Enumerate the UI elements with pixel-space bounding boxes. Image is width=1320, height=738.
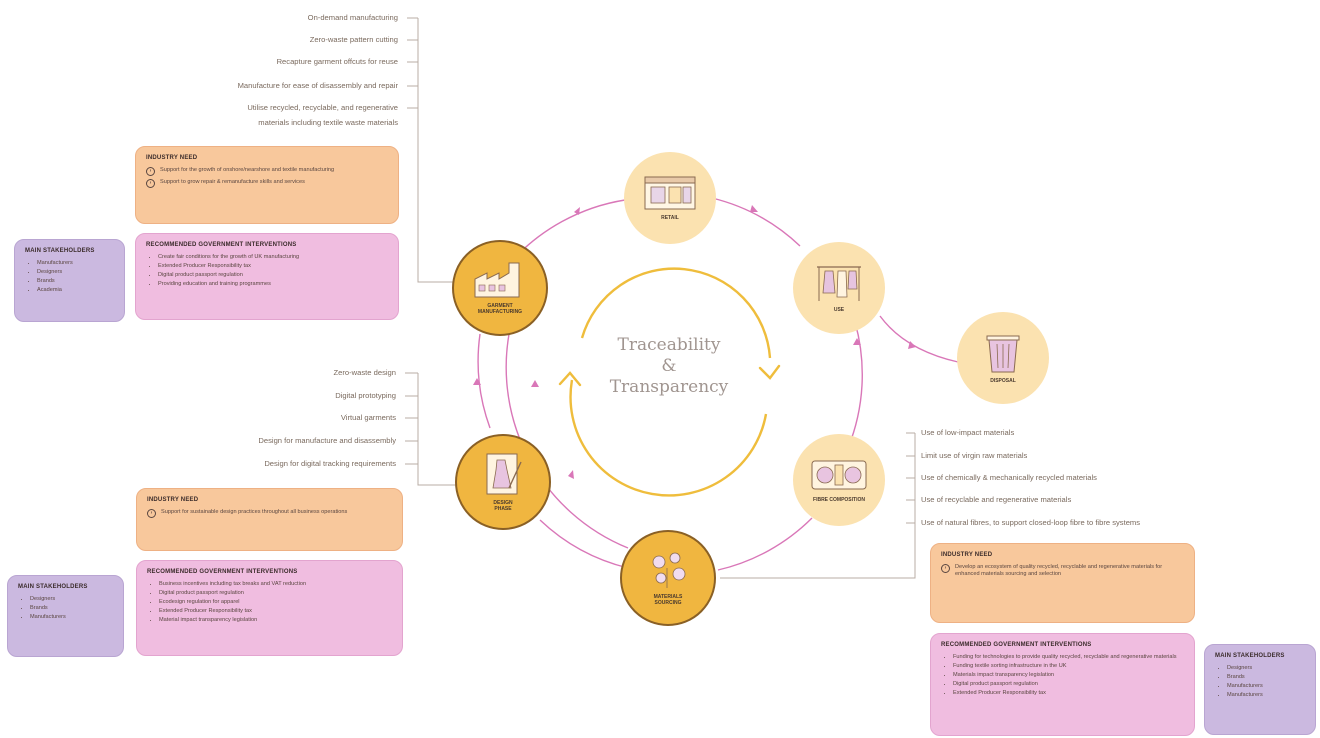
node-label: RETAIL [661, 215, 679, 221]
list-item: Create fair conditions for the growth of… [158, 254, 388, 261]
garment-industry-need: INDUSTRY NEED ›Support for the growth of… [135, 146, 399, 224]
practice-item: Manufacture for ease of disassembly and … [237, 81, 398, 90]
list-item: Material impact transparency legislation [159, 617, 392, 624]
node-use: USE [793, 242, 885, 334]
practice-item: Utilise recycled, recyclable, and regene… [247, 103, 398, 112]
materials-recommended-interventions: RECOMMENDED GOVERNMENT INTERVENTIONS Fun… [930, 633, 1195, 736]
node-retail: RETAIL [624, 152, 716, 244]
materials-main-stakeholders: MAIN STAKEHOLDERS Designers Brands Manuf… [1204, 644, 1316, 735]
practice-item: Use of low-impact materials [921, 428, 1015, 437]
list-item: Brands [1227, 674, 1305, 681]
arrow-circle-icon: › [941, 564, 950, 573]
practice-item: Design for manufacture and disassembly [258, 436, 396, 445]
node-label: DESIGN PHASE [493, 500, 513, 512]
materials-industry-need: INDUSTRY NEED ›Develop an ecosystem of q… [930, 543, 1195, 623]
practice-item: Design for digital tracking requirements [264, 459, 396, 468]
need-item: ›Support for sustainable design practice… [147, 509, 392, 518]
list-item: Funding for technologies to provide qual… [953, 654, 1184, 661]
box-title: MAIN STAKEHOLDERS [1215, 653, 1285, 659]
practice-item: Zero-waste design [333, 368, 396, 377]
list-item: Academia [37, 287, 114, 294]
list-item: Manufacturers [30, 614, 113, 621]
box-title: MAIN STAKEHOLDERS [25, 248, 95, 254]
practice-item: Recapture garment offcuts for reuse [276, 57, 398, 66]
node-garment-manufacturing: GARMENT MANUFACTURING [452, 240, 548, 336]
node-fibre-composition: FIBRE COMPOSITION [793, 434, 885, 526]
list-item: Manufacturers [1227, 683, 1305, 690]
list-item: Designers [1227, 665, 1305, 672]
practice-item: Use of chemically & mechanically recycle… [921, 473, 1097, 482]
box-title: RECOMMENDED GOVERNMENT INTERVENTIONS [941, 642, 1092, 648]
node-design-phase: DESIGN PHASE [455, 434, 551, 530]
node-label: FIBRE COMPOSITION [813, 497, 865, 503]
practice-item: Limit use of virgin raw materials [921, 451, 1028, 460]
node-label: MATERIALS SOURCING [653, 594, 683, 606]
practice-item: Use of natural fibres, to support closed… [921, 518, 1141, 527]
list-item: Designers [30, 596, 113, 603]
list-item: Extended Producer Responsibility tax [953, 690, 1184, 697]
practice-item: Use of recyclable and regenerative mater… [921, 495, 1072, 504]
list-item: Extended Producer Responsibility tax [158, 263, 388, 270]
list-item: Manufacturers [37, 260, 114, 267]
dress-sketch-icon [486, 453, 522, 495]
node-label: GARMENT MANUFACTURING [477, 303, 523, 315]
practice-item: Zero-waste pattern cutting [309, 35, 398, 44]
list-item: Designers [37, 269, 114, 276]
node-label: USE [833, 307, 845, 313]
box-title: INDUSTRY NEED [941, 552, 993, 558]
need-item: ›Support for the growth of onshore/nears… [146, 167, 388, 176]
list-item: Brands [30, 605, 113, 612]
garment-recommended-interventions: RECOMMENDED GOVERNMENT INTERVENTIONS Cre… [135, 233, 399, 320]
list-item: Brands [37, 278, 114, 285]
flower-icon [652, 552, 686, 588]
fabric-icon [811, 460, 867, 490]
design-recommended-interventions: RECOMMENDED GOVERNMENT INTERVENTIONS Bus… [136, 560, 403, 656]
shop-icon [644, 176, 696, 210]
box-title: INDUSTRY NEED [146, 155, 198, 161]
box-title: INDUSTRY NEED [147, 497, 199, 503]
need-item: ›Develop an ecosystem of quality recycle… [941, 564, 1184, 578]
box-title: RECOMMENDED GOVERNMENT INTERVENTIONS [146, 242, 297, 248]
practice-item: Virtual garments [340, 413, 396, 422]
node-materials-sourcing: MATERIALS SOURCING [620, 530, 716, 626]
design-main-stakeholders: MAIN STAKEHOLDERS Designers Brands Manuf… [7, 575, 124, 657]
box-title: RECOMMENDED GOVERNMENT INTERVENTIONS [147, 569, 298, 575]
list-item: Manufacturers [1227, 692, 1305, 699]
list-item: Extended Producer Responsibility tax [159, 608, 392, 615]
list-item: Funding textile sorting infrastructure i… [953, 663, 1184, 670]
list-item: Business incentives including tax breaks… [159, 581, 392, 588]
list-item: Ecodesign regulation for apparel [159, 599, 392, 606]
practice-item: On-demand manufacturing [307, 13, 398, 22]
box-title: MAIN STAKEHOLDERS [18, 584, 88, 590]
arrow-circle-icon: › [146, 167, 155, 176]
bin-icon [986, 335, 1020, 373]
practice-item: materials including textile waste materi… [258, 118, 398, 127]
practice-item: Digital prototyping [335, 391, 396, 400]
arrow-circle-icon: › [147, 509, 156, 518]
list-item: Digital product passport regulation [159, 590, 392, 597]
arrow-circle-icon: › [146, 179, 155, 188]
design-industry-need: INDUSTRY NEED ›Support for sustainable d… [136, 488, 403, 551]
list-item: Digital product passport regulation [158, 272, 388, 279]
wardrobe-icon [817, 266, 861, 301]
garment-main-stakeholders: MAIN STAKEHOLDERS Manufacturers Designer… [14, 239, 125, 322]
center-title: Traceability & Transparency [609, 335, 729, 397]
list-item: Providing education and training program… [158, 281, 388, 288]
node-disposal: DISPOSAL [957, 312, 1049, 404]
list-item: Digital product passport regulation [953, 681, 1184, 688]
node-label: DISPOSAL [990, 378, 1016, 384]
list-item: Materials impact transparency legislatio… [953, 672, 1184, 679]
need-item: ›Support to grow repair & remanufacture … [146, 179, 388, 188]
factory-icon [474, 262, 520, 298]
